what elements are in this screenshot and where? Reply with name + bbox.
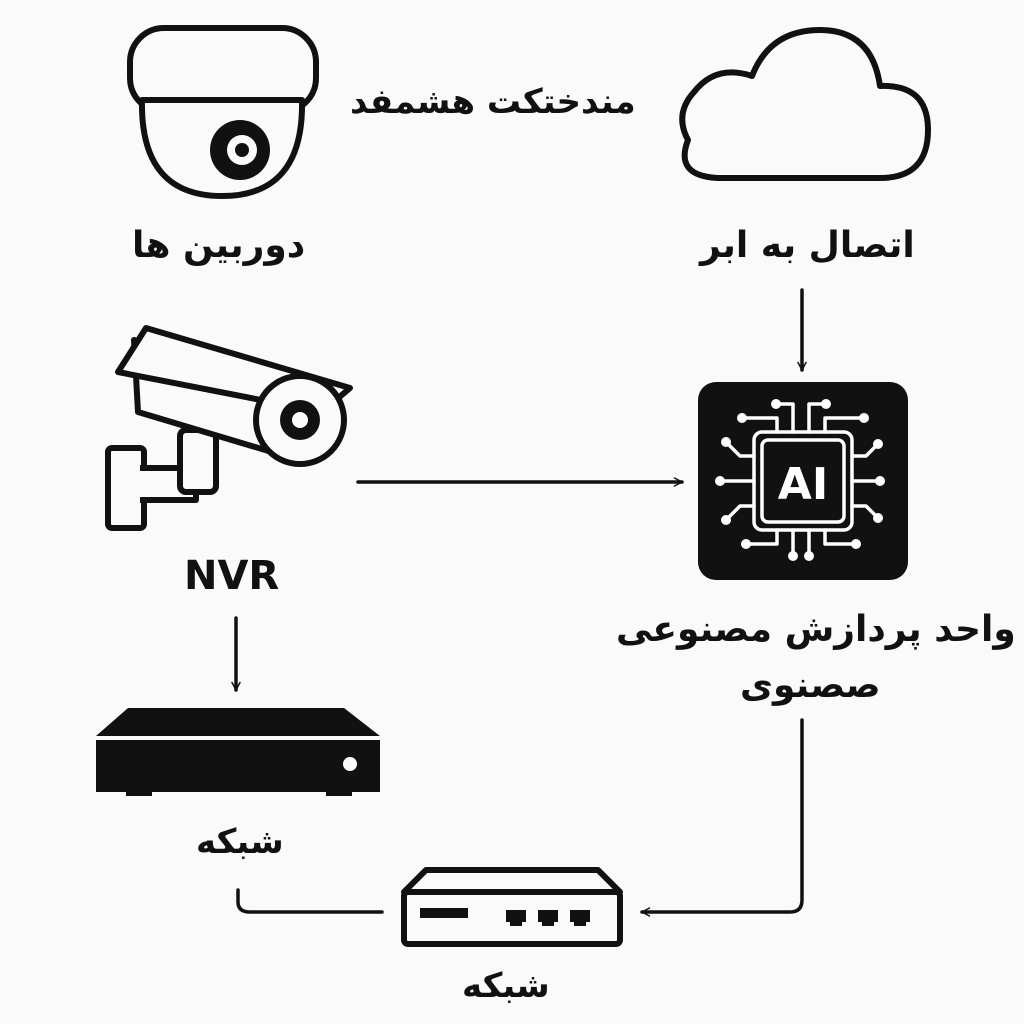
bullet-camera-icon	[105, 325, 353, 531]
nvr-recorder-icon	[96, 708, 380, 796]
network-label-upper: شبکه	[196, 822, 284, 862]
cloud-connection-label: اتصال به ابر	[700, 225, 915, 266]
ai-unit-label-line1: واحد پردازش مصنوعی	[616, 609, 1016, 650]
header-text: مندختکت هشمفد	[350, 82, 636, 122]
dome-camera-icon	[127, 25, 319, 199]
ai-unit-label-line2: صصنوی	[740, 665, 881, 706]
nvr-label: NVR	[184, 553, 280, 599]
network-switch-icon	[401, 867, 623, 947]
ai-chip-icon: AI	[698, 382, 908, 580]
cameras-label: دوربین ها	[132, 225, 306, 266]
arrow-ai-to-switch	[640, 718, 804, 917]
ai-chip-label: AI	[778, 459, 828, 510]
network-label-lower: شبکه	[462, 966, 550, 1006]
cloud-icon	[679, 27, 931, 181]
line-network-to-switch	[236, 888, 384, 914]
